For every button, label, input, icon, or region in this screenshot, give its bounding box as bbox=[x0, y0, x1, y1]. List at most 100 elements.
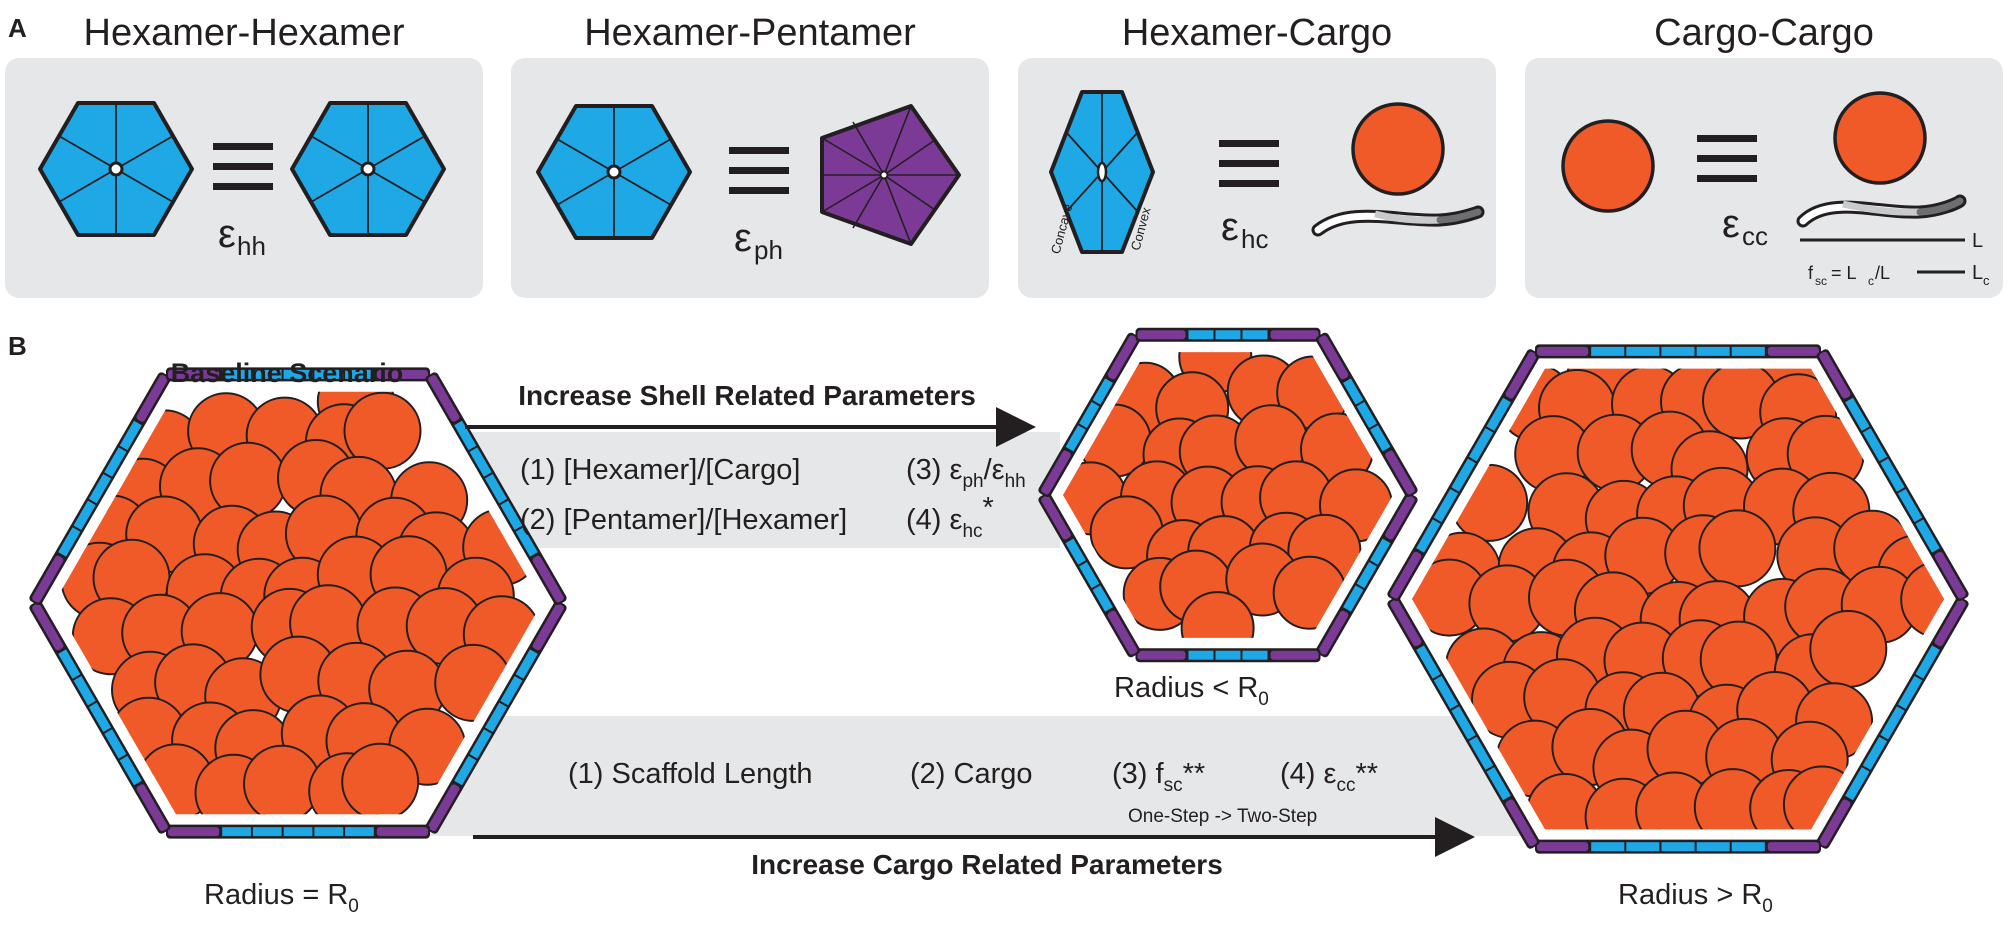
hexamer-tile bbox=[1343, 378, 1364, 405]
panel-a-label: A bbox=[8, 13, 27, 43]
cargo-circle bbox=[243, 744, 321, 815]
hexamer-tile bbox=[1880, 706, 1905, 740]
fsc-equals-lc: = L bbox=[1831, 263, 1857, 283]
pentamer-tile bbox=[1767, 842, 1819, 852]
pentamer-tile bbox=[1819, 351, 1851, 399]
panel-title-cc: Cargo-Cargo bbox=[1654, 12, 1874, 54]
hexamer-tile bbox=[1416, 645, 1441, 679]
hexamer-tile bbox=[1731, 842, 1765, 852]
hexamer-tile bbox=[1915, 645, 1940, 679]
pentamer-tile bbox=[32, 555, 64, 603]
hexamer-tile bbox=[500, 676, 523, 706]
epsilon-hc-subscript: hc bbox=[1241, 224, 1268, 254]
pentamer-tile bbox=[32, 603, 64, 651]
pentamer-tile bbox=[1934, 599, 1966, 647]
hexamer-tile bbox=[1915, 519, 1940, 553]
pentamer-tile bbox=[1537, 346, 1589, 356]
hexamer-tile bbox=[1433, 675, 1459, 709]
fsc-over-l: /L bbox=[1875, 263, 1890, 283]
hexamer-tile bbox=[1215, 650, 1241, 660]
hexamer-tile bbox=[88, 474, 112, 504]
radius-base-label: Radius = R0 bbox=[204, 879, 359, 917]
pentamer-tile bbox=[1505, 351, 1537, 399]
equivalence-symbol bbox=[1219, 140, 1279, 187]
hexamer-tile bbox=[469, 447, 492, 477]
hexamer-tile bbox=[119, 755, 142, 786]
hexamer-tile bbox=[1862, 428, 1888, 462]
small-shell bbox=[1038, 327, 1418, 663]
hexamer-tile bbox=[1696, 346, 1730, 356]
fsc-f-label: f bbox=[1808, 263, 1814, 283]
hexamer-tile bbox=[314, 827, 344, 837]
hexamer-side-icon bbox=[1049, 90, 1155, 254]
pentamer-tile bbox=[1390, 551, 1422, 599]
hexamer-tile bbox=[1188, 650, 1214, 660]
hexamer-tile bbox=[1626, 842, 1660, 852]
equivalence-symbol bbox=[729, 147, 789, 194]
hexamer-tile bbox=[484, 473, 508, 504]
hexamer-tile bbox=[1661, 346, 1695, 356]
shell-arrow-label: Increase Shell Related Parameters bbox=[518, 380, 976, 411]
hexamer-tile bbox=[1242, 650, 1268, 660]
hexamer-tile bbox=[1486, 767, 1511, 801]
pentamer-tile bbox=[1819, 799, 1851, 847]
hexamer-tile bbox=[1092, 585, 1113, 612]
panel-title-hh: Hexamer-Hexamer bbox=[84, 12, 405, 54]
hexamer-tile bbox=[1370, 425, 1391, 452]
cargo-circle bbox=[1180, 591, 1255, 638]
cargo-param-1: (1) Scaffold Length bbox=[568, 758, 813, 790]
hexamer-tile bbox=[484, 702, 508, 732]
pentamer-tile bbox=[1537, 842, 1589, 852]
pentamer-tile bbox=[1934, 551, 1966, 599]
cargo-param-3: (3) fsc** bbox=[1112, 758, 1205, 796]
hexamer-tile bbox=[1880, 458, 1905, 492]
equivalence-symbol bbox=[213, 143, 273, 190]
radius-large-label: Radius > R0 bbox=[1618, 879, 1773, 917]
hexamer-tile bbox=[1486, 397, 1511, 431]
pentamer-tile bbox=[1385, 450, 1415, 495]
hexamer-hexagon-icon bbox=[290, 101, 446, 237]
hexamer-tile bbox=[1862, 736, 1888, 770]
hexamer-tile bbox=[104, 729, 127, 759]
hexamer-hexagon-icon bbox=[38, 101, 194, 237]
pentamer-tile bbox=[1137, 330, 1186, 340]
hexamer-tile bbox=[1242, 330, 1268, 340]
hexamer-tile bbox=[1897, 489, 1923, 523]
pentamer-tile bbox=[1318, 335, 1349, 380]
hexamer-tile bbox=[58, 649, 81, 679]
hexamer-tile bbox=[252, 827, 282, 837]
hexamer-tile bbox=[104, 447, 127, 477]
cargo-circle bbox=[341, 742, 420, 815]
hexamer-tile bbox=[1468, 428, 1494, 462]
cargo-circle-icon bbox=[1351, 102, 1445, 196]
pentamer-tile bbox=[428, 374, 460, 422]
hexamer-tile bbox=[1696, 842, 1730, 852]
hexamer-tile bbox=[515, 527, 538, 557]
length-l-label: L bbox=[1972, 230, 1983, 252]
epsilon-ph-subscript: ph bbox=[754, 235, 783, 265]
pentamer-tile bbox=[1107, 335, 1138, 380]
cargo-param-4: (4) εcc** bbox=[1280, 758, 1378, 796]
pentamer-tile bbox=[376, 369, 428, 379]
cargo-circle-icon bbox=[1561, 119, 1655, 213]
pentamer-tile bbox=[532, 603, 564, 651]
hexamer-tile bbox=[454, 420, 477, 451]
hexamer-tile bbox=[88, 702, 112, 733]
hexamer-tile bbox=[1079, 562, 1100, 589]
hexamer-tile bbox=[1433, 489, 1459, 523]
baseline-scenario-title: Baseline Scenario bbox=[171, 358, 404, 388]
baseline-shell bbox=[29, 367, 567, 839]
panel-a: A Hexamer-Hexamer Hexamer-Pentamer Hexam… bbox=[5, 12, 2003, 298]
cargo-arrow-label: Increase Cargo Related Parameters bbox=[751, 849, 1223, 880]
one-step-two-step-note: One-Step -> Two-Step bbox=[1128, 806, 1317, 827]
shell-param-2: (2) [Pentamer]/[Hexamer] bbox=[520, 504, 847, 536]
hexamer-tile bbox=[1731, 346, 1765, 356]
hexamer-tile bbox=[469, 729, 492, 759]
panel-title-ph: Hexamer-Pentamer bbox=[584, 12, 916, 54]
hexamer-tile bbox=[1591, 842, 1625, 852]
panel-b: B Baseline Scenario Increase Shell Relat… bbox=[8, 327, 1969, 917]
panel-b-label: B bbox=[8, 331, 27, 361]
hexamer-tile bbox=[1370, 538, 1391, 565]
hexamer-tile bbox=[1092, 378, 1113, 405]
cargo-circle-icon bbox=[1833, 91, 1927, 185]
